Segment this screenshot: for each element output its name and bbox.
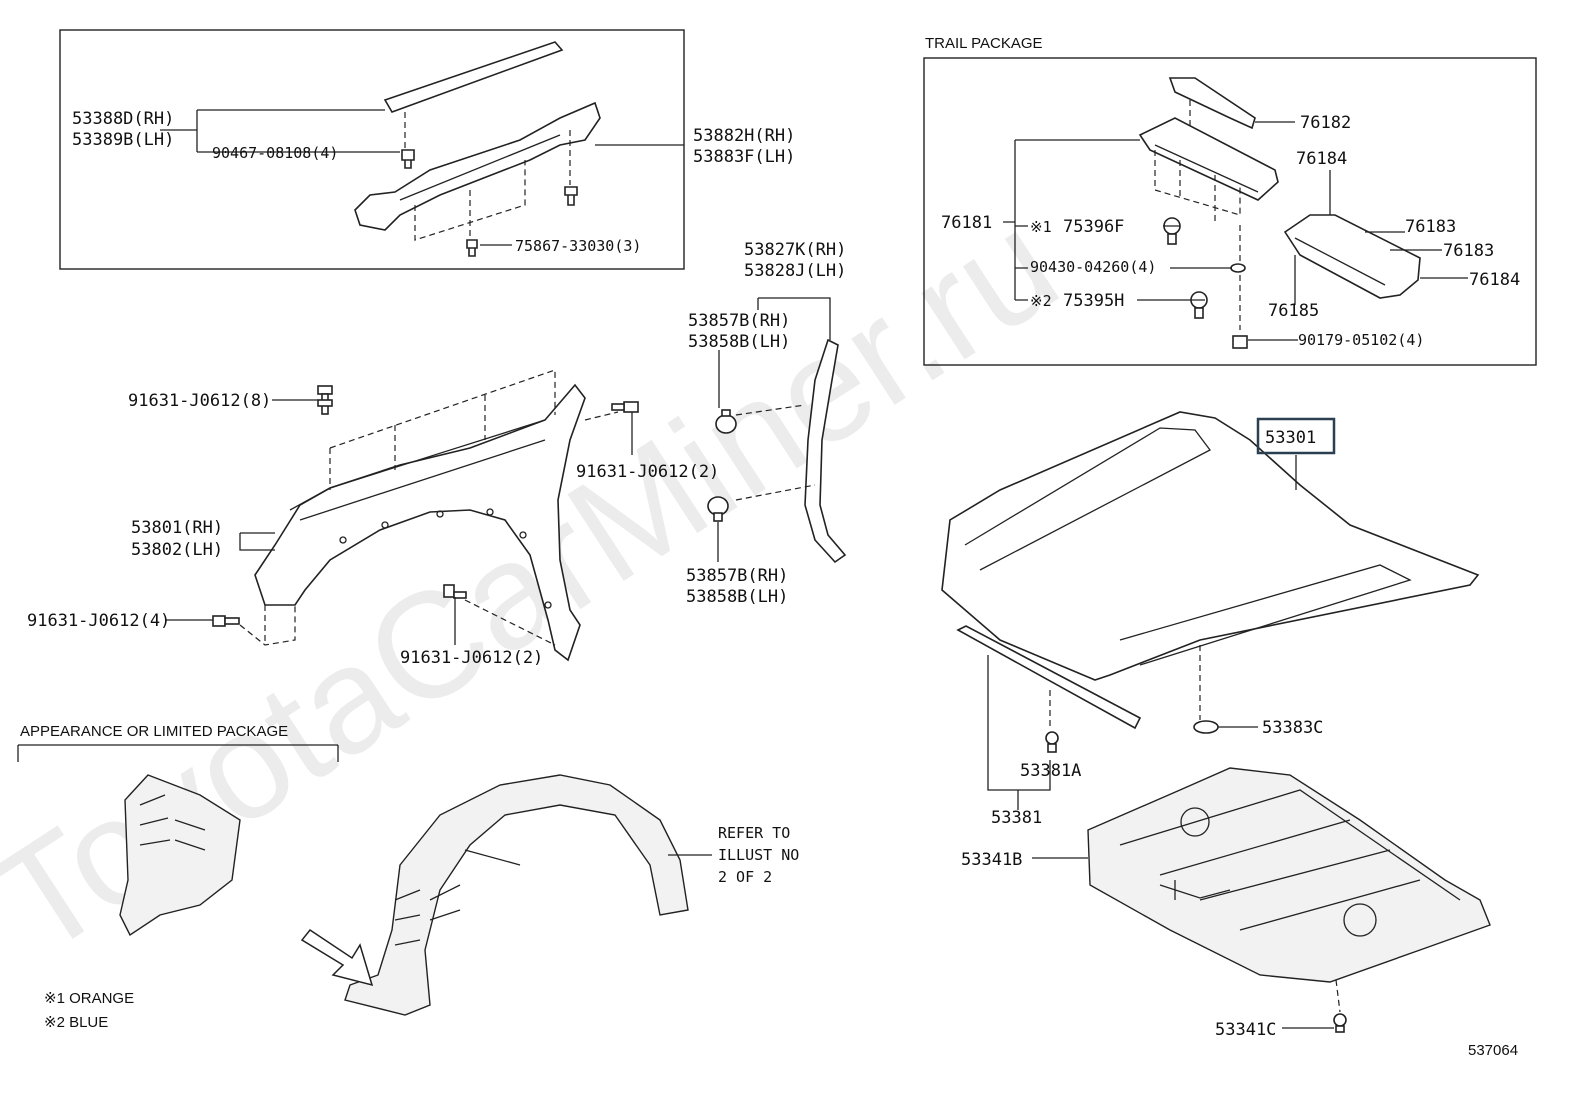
label-53301[interactable]: 53301 — [1265, 428, 1316, 448]
label-76185: 76185 — [1268, 301, 1319, 321]
label-76183a: 76183 — [1405, 217, 1456, 237]
label-53883f: 53883F(LH) — [693, 147, 795, 167]
clip-75396f[interactable] — [1163, 217, 1181, 245]
label-53388d: 53388D(RH) — [72, 109, 174, 129]
clip-53857b-top[interactable] — [715, 409, 737, 434]
label-53341c: 53341C — [1215, 1020, 1276, 1040]
trail-package-box — [923, 57, 1537, 366]
appearance-package-title: APPEARANCE OR LIMITED PACKAGE — [20, 723, 288, 740]
label-53857b-top: 53857B(RH) — [688, 311, 790, 331]
appearance-package-bracket — [17, 744, 339, 762]
clip-53381a[interactable] — [1045, 731, 1059, 753]
hood-scoop-insert[interactable] — [1168, 77, 1256, 130]
label-53827k: 53827K(RH) — [744, 240, 846, 260]
label-90467: 90467-08108(4) — [212, 144, 338, 162]
hood-seal-strip[interactable] — [956, 625, 1142, 730]
label-76184a: 76184 — [1296, 149, 1347, 169]
refer-line1: REFER TO — [718, 824, 790, 842]
hood-insulator[interactable] — [1087, 767, 1491, 983]
clip-53341c[interactable] — [1333, 1013, 1347, 1033]
clip-75867-left[interactable] — [466, 239, 478, 257]
label-53858b-bottom: 53858B(LH) — [686, 587, 788, 607]
label-76181: 76181 — [941, 213, 992, 233]
mark-note2: ※2 — [1030, 292, 1052, 310]
label-53882h: 53882H(RH) — [693, 126, 795, 146]
mudguard-small[interactable] — [119, 774, 241, 937]
label-53389b: 53389B(LH) — [72, 130, 174, 150]
diagram-id: 537064 — [1468, 1042, 1518, 1059]
fender-cover-bracket[interactable] — [354, 101, 601, 231]
nut-90179[interactable] — [1232, 335, 1248, 349]
clip-90467[interactable] — [401, 149, 415, 169]
label-91631-2b: 91631-J0612(2) — [400, 648, 543, 668]
label-53828j: 53828J(LH) — [744, 261, 846, 281]
seal-group-box — [59, 29, 685, 270]
legend-note2: ※2 BLUE — [44, 1014, 108, 1031]
label-53381a: 53381A — [1020, 761, 1081, 781]
nut-90430[interactable] — [1230, 263, 1246, 273]
label-75395h: 75395H — [1063, 291, 1124, 311]
label-91631-2a: 91631-J0612(2) — [576, 462, 719, 482]
legend-note1: ※1 ORANGE — [44, 990, 134, 1007]
scoop-seal[interactable] — [1283, 214, 1421, 299]
clip-53857b-bottom[interactable] — [707, 496, 729, 522]
fender-liner[interactable] — [344, 774, 689, 1016]
bolt-91631-right[interactable] — [611, 401, 639, 413]
bolt-91631-lower-left[interactable] — [212, 615, 240, 627]
hood-pad-53383c[interactable] — [1193, 720, 1219, 734]
bolt-91631-lower-mid[interactable] — [443, 584, 467, 599]
clip-75395h[interactable] — [1190, 291, 1208, 319]
label-53383c: 53383C — [1262, 718, 1323, 738]
fender-support-bracket[interactable] — [804, 338, 847, 564]
label-75867: 75867-33030(3) — [515, 237, 641, 255]
trail-package-title: TRAIL PACKAGE — [925, 35, 1043, 52]
highlight-53301 — [1256, 417, 1336, 455]
label-53341b: 53341B — [961, 850, 1022, 870]
label-53801: 53801(RH) — [131, 518, 223, 538]
label-76184b: 76184 — [1469, 270, 1520, 290]
mark-note1: ※1 — [1030, 218, 1052, 236]
label-53381: 53381 — [991, 808, 1042, 828]
label-53857b-bottom: 53857B(RH) — [686, 566, 788, 586]
hood-panel[interactable] — [941, 411, 1480, 681]
front-fender[interactable] — [254, 383, 586, 662]
clip-75867-right[interactable] — [564, 186, 578, 206]
bolt-91631-top[interactable] — [317, 385, 333, 415]
label-90179: 90179-05102(4) — [1298, 331, 1424, 349]
fender-seal-strip[interactable] — [383, 41, 564, 113]
label-91631-8: 91631-J0612(8) — [128, 391, 271, 411]
label-76183b: 76183 — [1443, 241, 1494, 261]
hood-scoop[interactable] — [1138, 117, 1279, 201]
label-75396f: 75396F — [1063, 217, 1124, 237]
refer-line2: ILLUST NO — [718, 846, 799, 864]
label-76182: 76182 — [1300, 113, 1351, 133]
label-91631-4: 91631-J0612(4) — [27, 611, 170, 631]
refer-line3: 2 OF 2 — [718, 868, 772, 886]
label-53802: 53802(LH) — [131, 540, 223, 560]
arrow-pointer — [300, 928, 374, 987]
label-53858b-top: 53858B(LH) — [688, 332, 790, 352]
label-90430: 90430-04260(4) — [1030, 258, 1156, 276]
